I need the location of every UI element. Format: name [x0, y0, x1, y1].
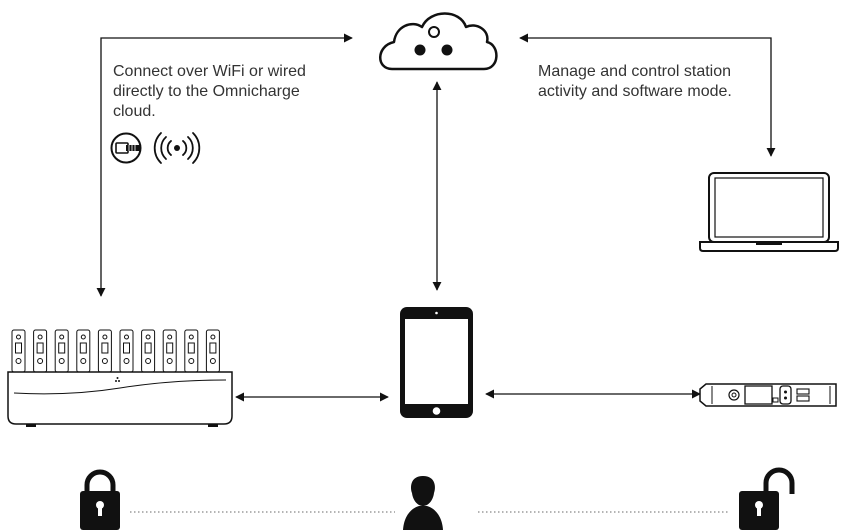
connector-lines — [96, 33, 776, 402]
wifi-connect-caption: Connect over WiFi or wired directly to t… — [113, 63, 306, 120]
charging-unit — [11, 329, 26, 373]
tablet-icon — [400, 307, 473, 418]
cloud-to-station-arrow — [96, 33, 353, 297]
charging-unit — [141, 329, 156, 373]
charging-unit — [76, 329, 91, 373]
cloud-icon — [379, 12, 498, 71]
charging-station-icon — [7, 329, 233, 427]
cloud-to-laptop-arrow — [519, 33, 776, 157]
user-icon — [403, 476, 443, 530]
charging-unit — [119, 329, 134, 373]
ethernet-icon — [110, 132, 142, 164]
charging-unit — [162, 329, 177, 373]
unlocked-padlock-icon — [739, 467, 795, 530]
charging-unit — [33, 329, 48, 373]
manage-station-caption: Manage and control station activity and … — [538, 63, 732, 100]
charging-unit — [184, 329, 199, 373]
wifi-icon — [153, 132, 201, 164]
power-bank-icon — [699, 383, 837, 407]
charging-unit — [205, 329, 220, 373]
charging-unit — [97, 329, 112, 373]
locked-padlock-icon — [80, 469, 120, 530]
charging-unit — [54, 329, 69, 373]
laptop-icon — [699, 172, 839, 252]
